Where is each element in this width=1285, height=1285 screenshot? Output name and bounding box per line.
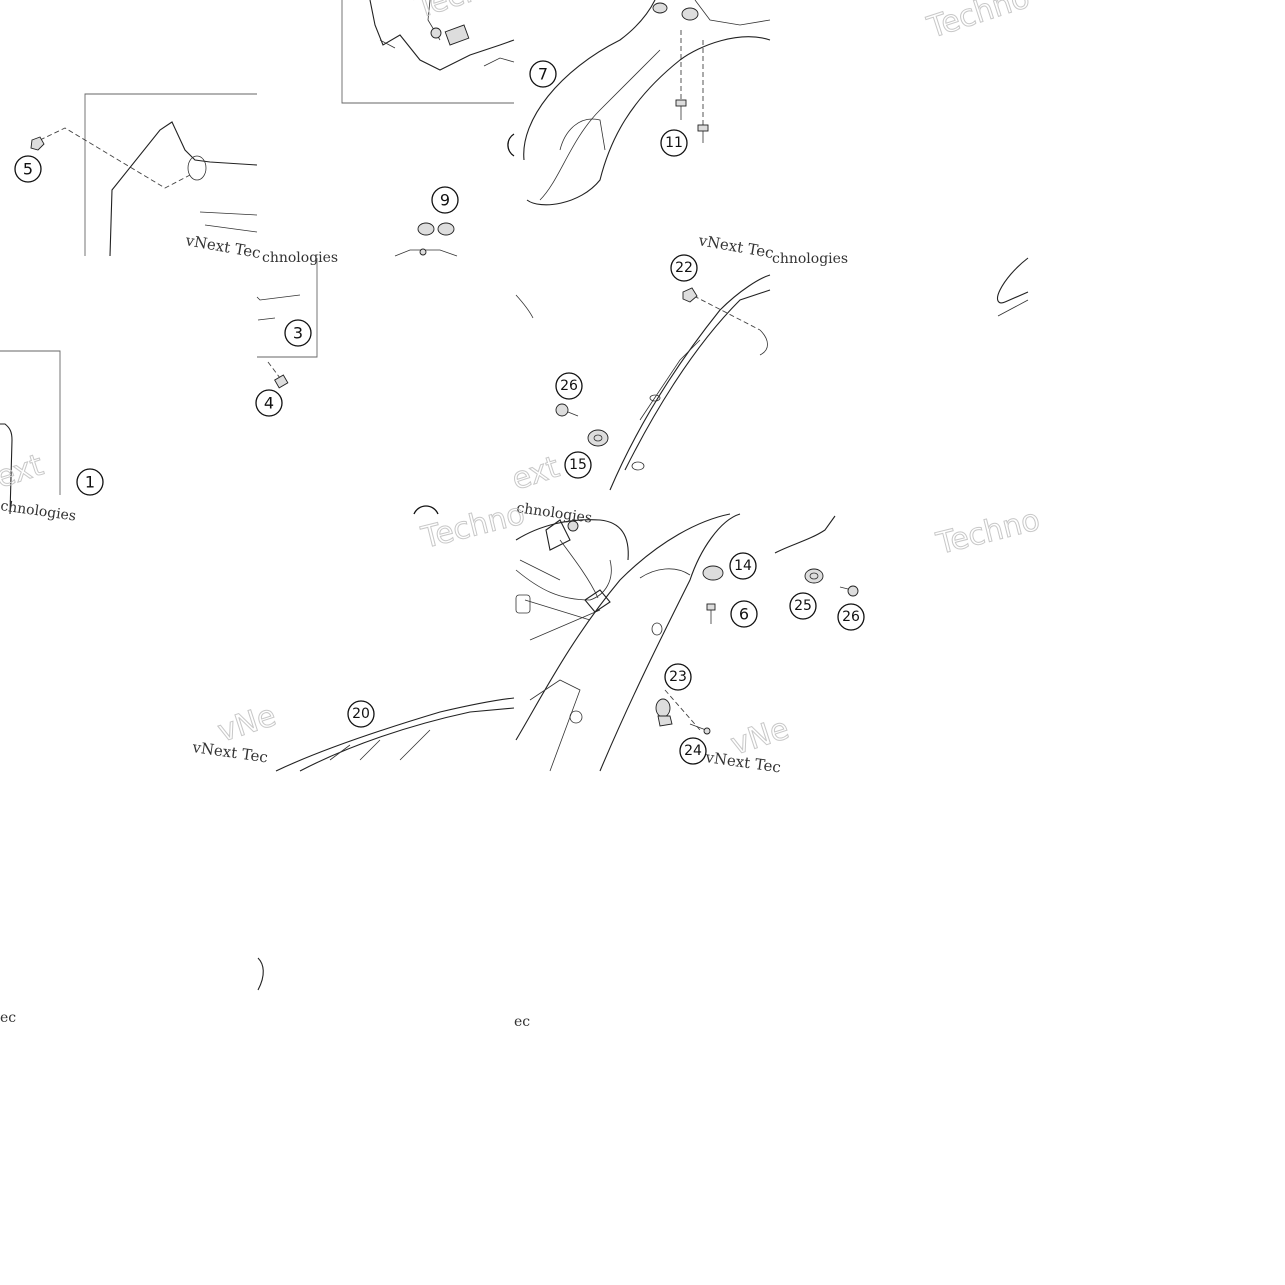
callout-label: 15 (569, 457, 587, 473)
callout-label: 6 (739, 605, 749, 624)
callout-label: 14 (734, 558, 752, 574)
screw-24 (689, 723, 711, 735)
nut-5 (30, 136, 45, 151)
headlight-mask-drawing (30, 93, 258, 257)
screw-26-b (839, 585, 859, 597)
callout-label: 3 (293, 324, 303, 343)
callout-7: 7 (529, 60, 557, 88)
grommet-9 (394, 222, 458, 257)
callout-label: 9 (440, 191, 450, 210)
callout-26-b: 26 (837, 603, 865, 631)
callout-6: 6 (730, 600, 758, 628)
callout-label: 25 (794, 598, 812, 614)
lower-fragment-drawing (257, 957, 264, 991)
callout-fragment-2 (413, 505, 439, 515)
watermark-ec-1: ec (0, 1010, 16, 1026)
number-plate-drawing (0, 350, 61, 515)
screw-11 (675, 99, 709, 143)
callout-4: 4 (255, 389, 283, 417)
callout-label: 24 (684, 743, 702, 759)
screw-6 (706, 603, 716, 624)
side-panel-edge-drawing (774, 515, 859, 597)
callout-label: 26 (560, 378, 578, 394)
callout-3: 3 (284, 319, 312, 347)
side-cover-drawing (256, 258, 318, 389)
watermark-ec-2: ec (514, 1014, 530, 1030)
callout-15: 15 (564, 451, 592, 479)
callout-label: 4 (264, 394, 274, 413)
callout-label: 7 (538, 65, 548, 84)
screw-26 (555, 403, 579, 417)
watermark-fragment-1: chnologies (262, 250, 338, 266)
callout-label: 5 (23, 160, 33, 179)
grommet-15 (587, 429, 609, 447)
callout-label: 11 (665, 135, 683, 151)
side-panel-drawing (515, 513, 741, 772)
callout-26: 26 (555, 372, 583, 400)
callout-label: 1 (85, 473, 95, 492)
radiator-shroud-drawing (515, 274, 771, 491)
bracket-drawing (341, 0, 515, 257)
callout-14: 14 (729, 552, 757, 580)
callout-label: 23 (669, 669, 687, 685)
front-fender-drawing (523, 0, 771, 206)
tank-spoiler-drawing (275, 697, 515, 772)
nut-22 (682, 287, 698, 303)
callout-20: 20 (347, 700, 375, 728)
watermark-fragment-2: chnologies (772, 251, 848, 267)
callout-1: 1 (76, 468, 104, 496)
callout-9: 9 (431, 186, 459, 214)
grommet-14 (702, 565, 724, 581)
callout-23: 23 (664, 663, 692, 691)
grommet-25 (804, 568, 824, 584)
callout-5: 5 (14, 155, 42, 183)
screw-4 (274, 374, 289, 389)
callout-label: 26 (842, 609, 860, 625)
callout-11: 11 (660, 129, 688, 157)
callout-fragment-1 (507, 133, 515, 157)
callout-label: 20 (352, 706, 370, 722)
bracket-clip-drawing (996, 257, 1029, 317)
callout-label: 22 (675, 260, 693, 276)
rivet-23 (655, 698, 673, 727)
watermark-layer: Techno Techno vNext Tec chnologies vNext… (0, 0, 1044, 1030)
callout-layer: 5 9 7 11 3 4 1 22 26 15 14 6 25 26 23 24… (14, 60, 865, 765)
callout-25: 25 (789, 592, 817, 620)
callout-24: 24 (679, 737, 707, 765)
callout-22: 22 (670, 254, 698, 282)
